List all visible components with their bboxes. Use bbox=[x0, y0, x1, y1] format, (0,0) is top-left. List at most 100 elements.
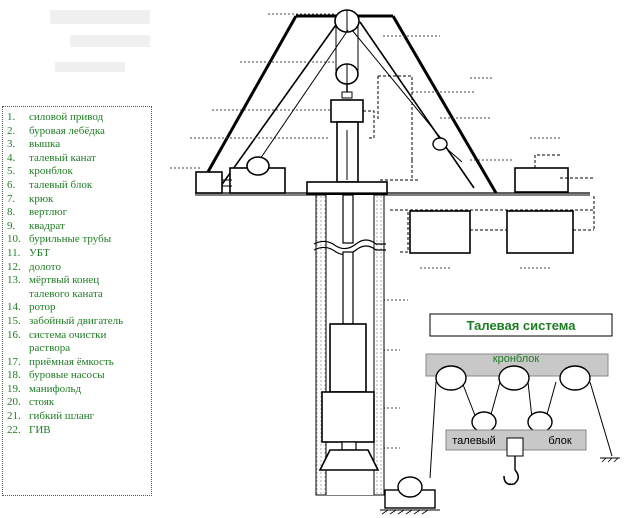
mud-tanks-pumps bbox=[400, 177, 595, 254]
legend-item-number: 8. bbox=[7, 206, 16, 219]
legend-item-text: буровые насосы bbox=[29, 369, 105, 382]
legend-item-number: 15. bbox=[7, 314, 21, 327]
standpipe bbox=[380, 137, 463, 181]
legend-item-text: долото bbox=[29, 260, 61, 273]
legend-item: 11. УБТ bbox=[7, 247, 151, 261]
legend-item: 12. долото bbox=[7, 261, 151, 275]
legend-item-text: крюк bbox=[29, 192, 54, 205]
drilling-line bbox=[257, 24, 445, 163]
legend-item-number: 13. bbox=[7, 274, 21, 287]
legend-item-text: талевый блок bbox=[29, 178, 93, 191]
drill-collars bbox=[329, 323, 367, 393]
legend-item-number: 2. bbox=[7, 124, 16, 137]
legend-item-text: мёртвый конец bbox=[29, 274, 100, 287]
legend-item: 8. вертлюг bbox=[7, 206, 151, 220]
legend-item-text: УБТ bbox=[29, 246, 50, 259]
legend-item-text: вертлюг bbox=[29, 206, 68, 219]
drill-pipe bbox=[342, 194, 354, 325]
legend-item-continuation: раствора bbox=[29, 342, 71, 355]
travelling-block bbox=[335, 63, 359, 99]
legend-item-text: манифольд bbox=[29, 382, 82, 395]
legend-item-text: система очистки bbox=[29, 328, 107, 341]
legend-item-number: 6. bbox=[7, 178, 16, 191]
legend-item-number: 18. bbox=[7, 369, 21, 382]
derrick bbox=[198, 14, 498, 194]
legend-item-text: ГИВ bbox=[29, 423, 51, 436]
legend-item-number: 9. bbox=[7, 219, 16, 232]
inset-title: Талевая система bbox=[467, 318, 577, 333]
legend-item-number: 4. bbox=[7, 151, 16, 164]
legend-item-text: квадрат bbox=[29, 219, 65, 232]
legend-item-number: 11. bbox=[7, 246, 21, 259]
legend-item-text: талевый канат bbox=[29, 151, 96, 164]
legend-item-text: приёмная ёмкость bbox=[29, 355, 114, 368]
legend-item-number: 14. bbox=[7, 301, 21, 314]
inset-title-box bbox=[429, 313, 613, 337]
legend-item-number: 22. bbox=[7, 423, 21, 436]
legend-item: 4. талевый канат bbox=[7, 152, 151, 166]
legend-item: 7. крюк bbox=[7, 193, 151, 207]
inset-block-label-left: талевый bbox=[452, 435, 495, 447]
legend-item-text: забойный двигатель bbox=[29, 314, 124, 327]
downhole-motor bbox=[321, 391, 375, 443]
legend-item: 19. манифольд bbox=[7, 383, 151, 397]
drill-bit bbox=[318, 441, 380, 471]
deadline-anchor bbox=[380, 476, 440, 515]
legend-item: 14. ротор bbox=[7, 301, 151, 315]
legend-item: 17. приёмная ёмкость bbox=[7, 356, 151, 370]
legend-item: 15. забойный двигатель bbox=[7, 315, 151, 329]
legend-item: 1. силовой привод bbox=[7, 111, 151, 125]
legend-item-text: бурильные трубы bbox=[29, 233, 112, 246]
leader-lines bbox=[170, 13, 560, 449]
legend-item-text: ротор bbox=[29, 301, 56, 314]
legend-item-number: 21. bbox=[7, 410, 21, 423]
legend-box: 1. силовой привод 2. буровая лебёдка 3. вышка… bbox=[2, 106, 152, 496]
swivel bbox=[330, 99, 364, 123]
legend-item: 21. гибкий шланг bbox=[7, 410, 151, 424]
rig-floor bbox=[195, 192, 595, 211]
legend-item: 22. ГИВ bbox=[7, 424, 151, 438]
legend-item: 2. буровая лебёдка bbox=[7, 125, 151, 139]
crown-block bbox=[334, 9, 360, 33]
legend-item-number: 17. bbox=[7, 355, 21, 368]
legend-item-text: кронблок bbox=[29, 165, 73, 178]
legend-item-number: 7. bbox=[7, 192, 16, 205]
legend-list: 1. силовой привод 2. буровая лебёдка 3. вышка… bbox=[3, 107, 151, 437]
legend-item-number: 12. bbox=[7, 260, 21, 273]
legend-item: 18. буровые насосы bbox=[7, 369, 151, 383]
power-drive bbox=[195, 171, 232, 194]
inset-block-sheaves bbox=[471, 411, 553, 433]
legend-item-continuation: талевого каната bbox=[29, 287, 103, 300]
legend-item: 6. талевый блок bbox=[7, 179, 151, 193]
legend-item: 9. квадрат bbox=[7, 220, 151, 234]
legend-item: 20. стояк bbox=[7, 396, 151, 410]
legend-item-text: силовой привод bbox=[29, 111, 104, 123]
inset-block-label-right: блок bbox=[548, 435, 571, 447]
legend-item-text: гибкий шланг bbox=[29, 410, 95, 423]
legend-item: 3. вышка bbox=[7, 138, 151, 152]
legend-item-number: 1. bbox=[7, 111, 16, 123]
inset-crown-label: кронблок bbox=[493, 353, 540, 365]
inset-lines bbox=[429, 381, 620, 479]
legend-item-text: стояк bbox=[29, 396, 55, 409]
rotary-table bbox=[306, 181, 388, 195]
legend-item-text: буровая лебёдка bbox=[29, 124, 105, 137]
faded-header bbox=[50, 10, 150, 72]
mud-cleaning-unit bbox=[514, 154, 569, 193]
legend-item-number: 20. bbox=[7, 396, 21, 409]
legend-item-number: 19. bbox=[7, 382, 21, 395]
legend-item-number: 10. bbox=[7, 233, 21, 246]
inset-crown-sheaves bbox=[435, 365, 591, 391]
legend-item-number: 3. bbox=[7, 138, 16, 151]
legend-item-text: вышка bbox=[29, 138, 61, 151]
legend-item: 10. бурильные трубы bbox=[7, 233, 151, 247]
inset-hook bbox=[503, 437, 524, 486]
gooseneck-hose bbox=[363, 75, 413, 160]
legend-item-number: 16. bbox=[7, 328, 21, 341]
legend-item-number: 5. bbox=[7, 165, 16, 178]
legend-item: 5. кронблок bbox=[7, 165, 151, 179]
